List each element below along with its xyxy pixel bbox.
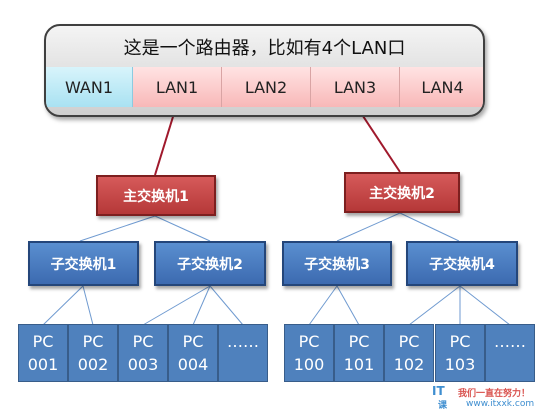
pc-label: PC xyxy=(182,332,204,351)
port-lan1: LAN1 xyxy=(133,67,222,107)
sub-switch-4: 子交换机4 xyxy=(406,241,518,286)
link-lan3-main-switch-2 xyxy=(356,106,401,173)
pc-label: PC xyxy=(398,332,420,351)
pc-number: 003 xyxy=(127,355,159,374)
link-main2-sub3 xyxy=(336,212,401,242)
pc-label: …… xyxy=(494,332,526,351)
pc-more-right: …… xyxy=(485,324,535,382)
router: 这是一个路由器，比如有4个LAN口 WAN1 LAN1 LAN2 LAN3 LA… xyxy=(44,24,485,117)
pc-001: PC 001 xyxy=(18,324,68,382)
logo-subtext: 课 xyxy=(438,401,448,411)
link-sub4-pc102 xyxy=(408,285,461,326)
pc-label: PC xyxy=(132,332,154,351)
pc-label: PC xyxy=(348,332,370,351)
pc-more-left: …… xyxy=(218,324,268,382)
main-switch-1: 主交换机1 xyxy=(96,175,216,216)
sub-switch-2: 子交换机2 xyxy=(154,241,266,286)
pc-number: 100 xyxy=(293,355,325,374)
logo-text: IT xyxy=(432,384,445,398)
link-main1-sub2 xyxy=(154,215,211,242)
link-main1-sub1 xyxy=(79,215,156,242)
main-switch-2: 主交换机2 xyxy=(344,172,460,213)
link-sub3-pc101 xyxy=(336,285,360,326)
site-logo-icon: IT 课 xyxy=(432,384,454,412)
port-lan3: LAN3 xyxy=(311,67,400,107)
sub-switch-3: 子交换机3 xyxy=(282,241,392,286)
link-sub4-pc-more xyxy=(459,285,511,326)
port-lan4: LAN4 xyxy=(400,67,483,107)
pc-103: PC 103 xyxy=(435,324,485,382)
pc-label: PC xyxy=(82,332,104,351)
link-sub1-pc002 xyxy=(82,285,94,326)
pc-number: 001 xyxy=(27,355,59,374)
watermark-slogan: 我们一直在努力！ xyxy=(458,389,531,399)
pc-label: …… xyxy=(227,332,259,351)
pc-number: 102 xyxy=(393,355,425,374)
pc-100: PC 100 xyxy=(284,324,334,382)
link-sub2-pc003 xyxy=(142,285,211,326)
pc-number: 004 xyxy=(177,355,209,374)
pc-number: 002 xyxy=(77,355,109,374)
link-sub3-pc100 xyxy=(308,285,338,326)
sub-switch-1: 子交换机1 xyxy=(28,241,139,286)
port-lan2: LAN2 xyxy=(222,67,311,107)
watermark: IT 课 我们一直在努力！ www.itxxk.com xyxy=(432,384,550,414)
pc-102: PC 102 xyxy=(384,324,434,382)
link-sub1-pc001 xyxy=(42,285,84,326)
watermark-url: www.itxxk.com xyxy=(466,399,535,409)
pc-number: 103 xyxy=(444,355,476,374)
pc-number: 101 xyxy=(343,355,375,374)
pc-label: PC xyxy=(449,332,471,351)
pc-003: PC 003 xyxy=(118,324,168,382)
pc-label: PC xyxy=(298,332,320,351)
link-sub2-pc004 xyxy=(192,285,211,326)
link-main2-sub4 xyxy=(399,212,460,242)
link-lan1-main-switch-1 xyxy=(154,106,177,176)
router-title: 这是一个路由器，比如有4个LAN口 xyxy=(123,38,406,59)
pc-label: PC xyxy=(32,332,54,351)
pc-004: PC 004 xyxy=(168,324,218,382)
pc-002: PC 002 xyxy=(68,324,118,382)
port-wan1: WAN1 xyxy=(46,67,133,107)
pc-101: PC 101 xyxy=(334,324,384,382)
link-sub2-pc-more xyxy=(209,285,244,326)
